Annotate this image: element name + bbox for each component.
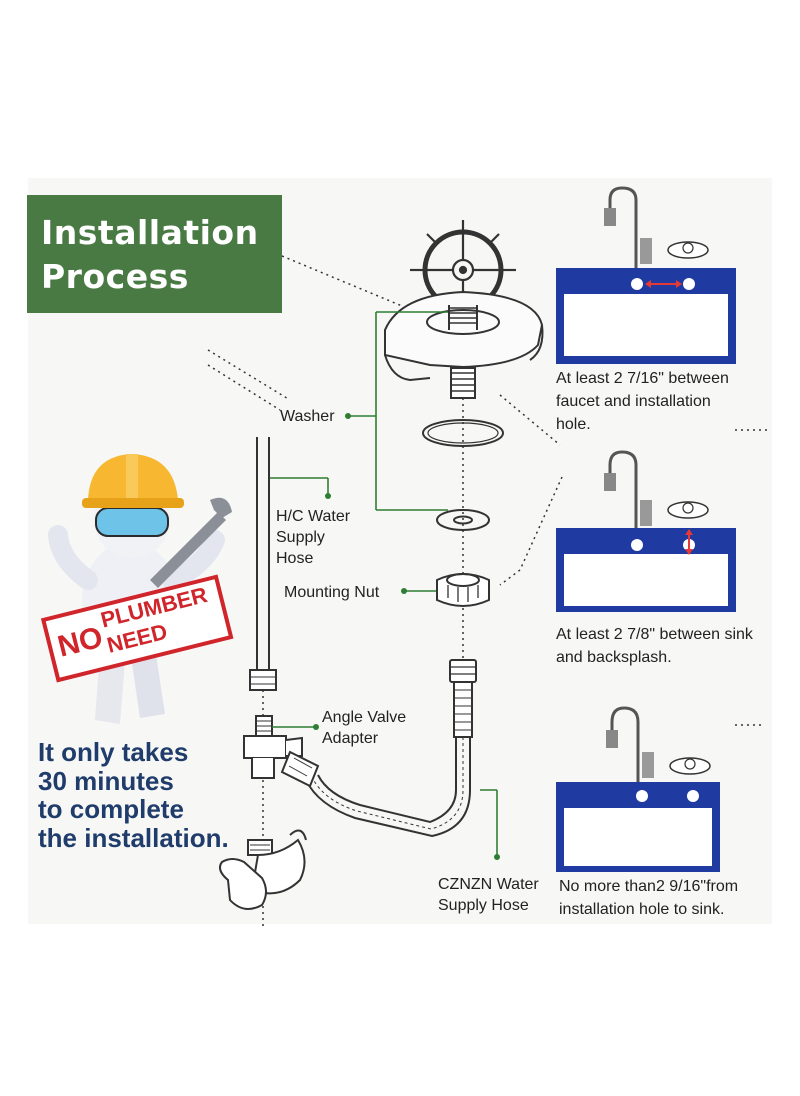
stamp-no: NO: [54, 620, 107, 664]
note-2-line-2: and backsplash.: [556, 649, 672, 666]
label-angle-valve-line-1: Angle Valve: [322, 709, 407, 726]
label-hc-hose: H/C Water Supply Hose: [276, 506, 350, 569]
label-hc-hose-line-1: H/C Water: [276, 508, 351, 525]
label-angle-valve-line-2: Adapter: [322, 730, 379, 747]
note-1-line-1: At least 2 7/16" between: [556, 370, 729, 387]
sink-diagram-3: [556, 706, 720, 872]
label-cznzn-hose: CZNZN Water Supply Hose: [438, 874, 539, 916]
note-2-line-1: At least 2 7/8" between sink: [556, 626, 753, 643]
tagline-line-1: It only takes: [38, 737, 189, 767]
note-2: At least 2 7/8" between sink and backspl…: [556, 623, 753, 669]
label-washer: Washer: [280, 408, 335, 425]
note-3-line-2: installation hole to sink.: [559, 901, 725, 918]
note-3-line-1: No more than2 9/16"from: [559, 878, 739, 895]
label-hc-hose-line-3: Hose: [276, 550, 314, 567]
label-hc-hose-line-2: Supply: [276, 529, 325, 546]
sink-diagram-1: [556, 186, 736, 364]
tagline: It only takes 30 minutes to complete the…: [38, 738, 229, 852]
note-1-line-2: faucet and installation: [556, 393, 711, 410]
note-1: At least 2 7/16" between faucet and inst…: [556, 367, 729, 436]
no-plumber-stamp: [40, 574, 234, 683]
tagline-line-4: the installation.: [38, 822, 229, 853]
title-line-2: Process: [41, 257, 189, 296]
title-line-1: Installation: [41, 213, 259, 252]
label-cznzn-hose-line-1: CZNZN Water: [438, 876, 539, 893]
tagline-line-2: 30 minutes: [38, 765, 174, 796]
note-1-line-3: hole.: [556, 416, 591, 433]
sink-diagram-2: [556, 450, 736, 612]
title-banner: Installation Process: [27, 195, 282, 313]
label-mounting-nut: Mounting Nut: [284, 584, 380, 601]
note-3: No more than2 9/16"from installation hol…: [559, 875, 738, 921]
label-cznzn-hose-line-2: Supply Hose: [438, 897, 529, 914]
tagline-line-3: to complete: [38, 794, 184, 824]
label-angle-valve: Angle Valve Adapter: [322, 707, 406, 749]
